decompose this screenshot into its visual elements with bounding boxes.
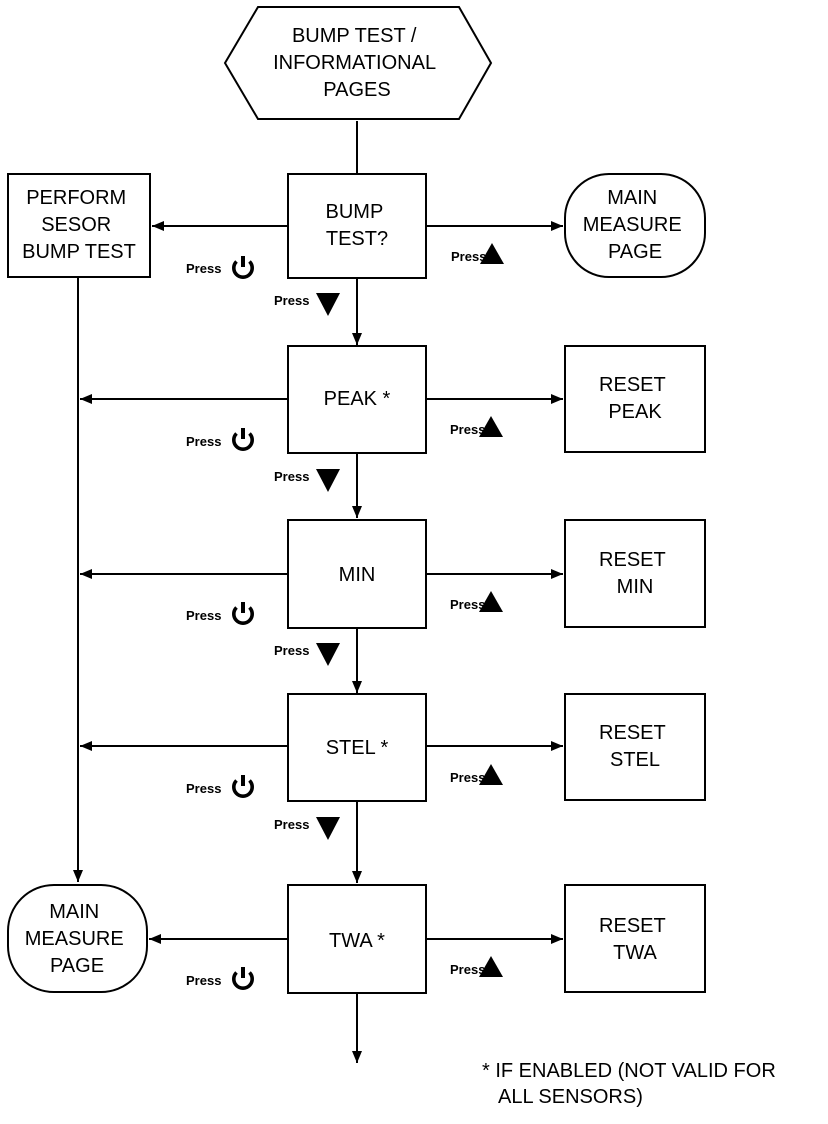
power-icon [232,773,254,799]
press-label: Press [450,422,485,437]
main-measure-bottom-label: MAIN MEASURE PAGE [25,901,129,977]
press-label: Press [186,608,221,623]
press-label: Press [450,962,485,977]
reset-twa-box [564,884,706,993]
press-label: Press [450,770,485,785]
up-triangle-icon [479,764,503,785]
bump-test-box [287,173,427,279]
press-label: Press [186,434,221,449]
bump-test-label: BUMP TEST? [326,201,389,250]
reset-twa-label: RESET TWA [599,915,671,964]
press-label: Press [450,597,485,612]
reset-peak-box [564,345,706,453]
min-label: MIN [339,564,376,586]
perform-bump-box [7,173,151,278]
reset-stel-label: RESET STEL [599,722,671,771]
up-triangle-icon [479,591,503,612]
reset-min-label: RESET MIN [599,549,671,598]
peak-box [287,345,427,454]
press-label: Press [186,261,221,276]
peak-label: PEAK * [324,388,391,410]
connectors [73,121,563,1063]
up-triangle-icon [479,416,503,437]
footnote-line-1: * IF ENABLED (NOT VALID FOR [482,1060,776,1082]
press-label: Press [186,973,221,988]
power-icon [232,600,254,626]
press-label: Press [451,249,486,264]
down-triangle-icon [316,293,340,316]
press-label: Press [186,781,221,796]
press-label: Press [274,817,309,832]
main-measure-bottom-terminal [7,884,148,993]
footnote-line-2: ALL SENSORS) [498,1086,643,1108]
reset-stel-box [564,693,706,801]
down-triangle-icon [316,817,340,840]
reset-peak-label: RESET PEAK [599,374,671,423]
reset-min-box [564,519,706,628]
footnote: * IF ENABLED (NOT VALID FOR ALL SENSORS) [482,1058,776,1110]
stel-box [287,693,427,802]
power-icon [232,965,254,991]
press-label: Press [274,643,309,658]
twa-label: TWA * [329,930,385,952]
power-icon [232,254,254,280]
start-label: BUMP TEST / INFORMATIONAL PAGES [273,25,441,101]
down-triangle-icon [316,469,340,492]
start-hexagon [223,6,493,120]
press-label: Press [274,293,309,308]
up-triangle-icon [480,243,504,264]
up-triangle-icon [479,956,503,977]
stel-label: STEL * [326,737,389,759]
power-icon [232,426,254,452]
main-measure-top-terminal [564,173,706,278]
main-measure-top-label: MAIN MEASURE PAGE [583,187,687,263]
press-label: Press [274,469,309,484]
down-triangle-icon [316,643,340,666]
min-box [287,519,427,629]
twa-box [287,884,427,994]
perform-bump-label: PERFORM SESOR BUMP TEST [22,187,136,263]
